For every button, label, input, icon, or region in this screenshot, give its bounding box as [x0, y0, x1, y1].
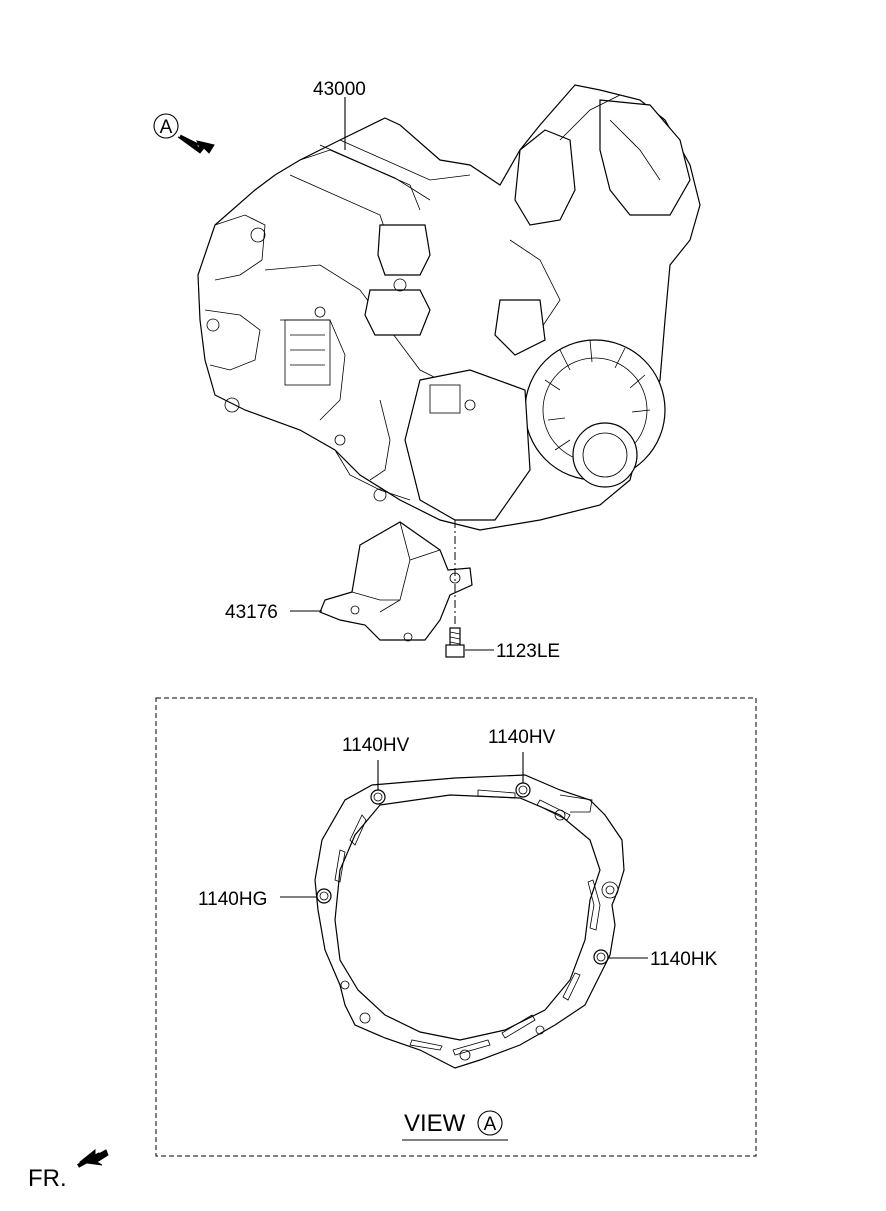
view-a-indicator: A — [153, 113, 215, 154]
view-caption-circle — [477, 1110, 503, 1136]
bracket-label: 43176 — [225, 602, 278, 623]
hk-label: 1140HK — [650, 949, 718, 970]
view-caption-letter: A — [484, 1114, 497, 1135]
view-a-frame — [155, 697, 757, 1157]
bolt-label: 1123LE — [496, 641, 560, 662]
front-label: FR. — [28, 1165, 67, 1192]
hv-right-label: 1140HV — [488, 727, 556, 748]
bolt-hv-right-icon — [515, 782, 531, 798]
transmission-assembly-drawing — [197, 84, 701, 531]
bolt-icon — [445, 627, 465, 658]
hg-label: 1140HG — [198, 889, 267, 910]
bolt-hk-icon — [593, 949, 609, 965]
bolt-hv-left-icon — [370, 789, 386, 805]
arrow-icon — [177, 134, 215, 154]
view-caption: VIEW — [404, 1110, 466, 1137]
gasket-plate-drawing — [314, 774, 625, 1069]
bracket-drawing — [319, 521, 473, 642]
front-arrow-icon — [77, 1148, 109, 1168]
view-a-arrow-letter: A — [160, 117, 173, 138]
assembly-label: 43000 — [313, 79, 366, 100]
view-a-circle — [153, 113, 179, 139]
bolt-hg-icon — [316, 888, 332, 904]
hv-left-label: 1140HV — [342, 735, 410, 756]
